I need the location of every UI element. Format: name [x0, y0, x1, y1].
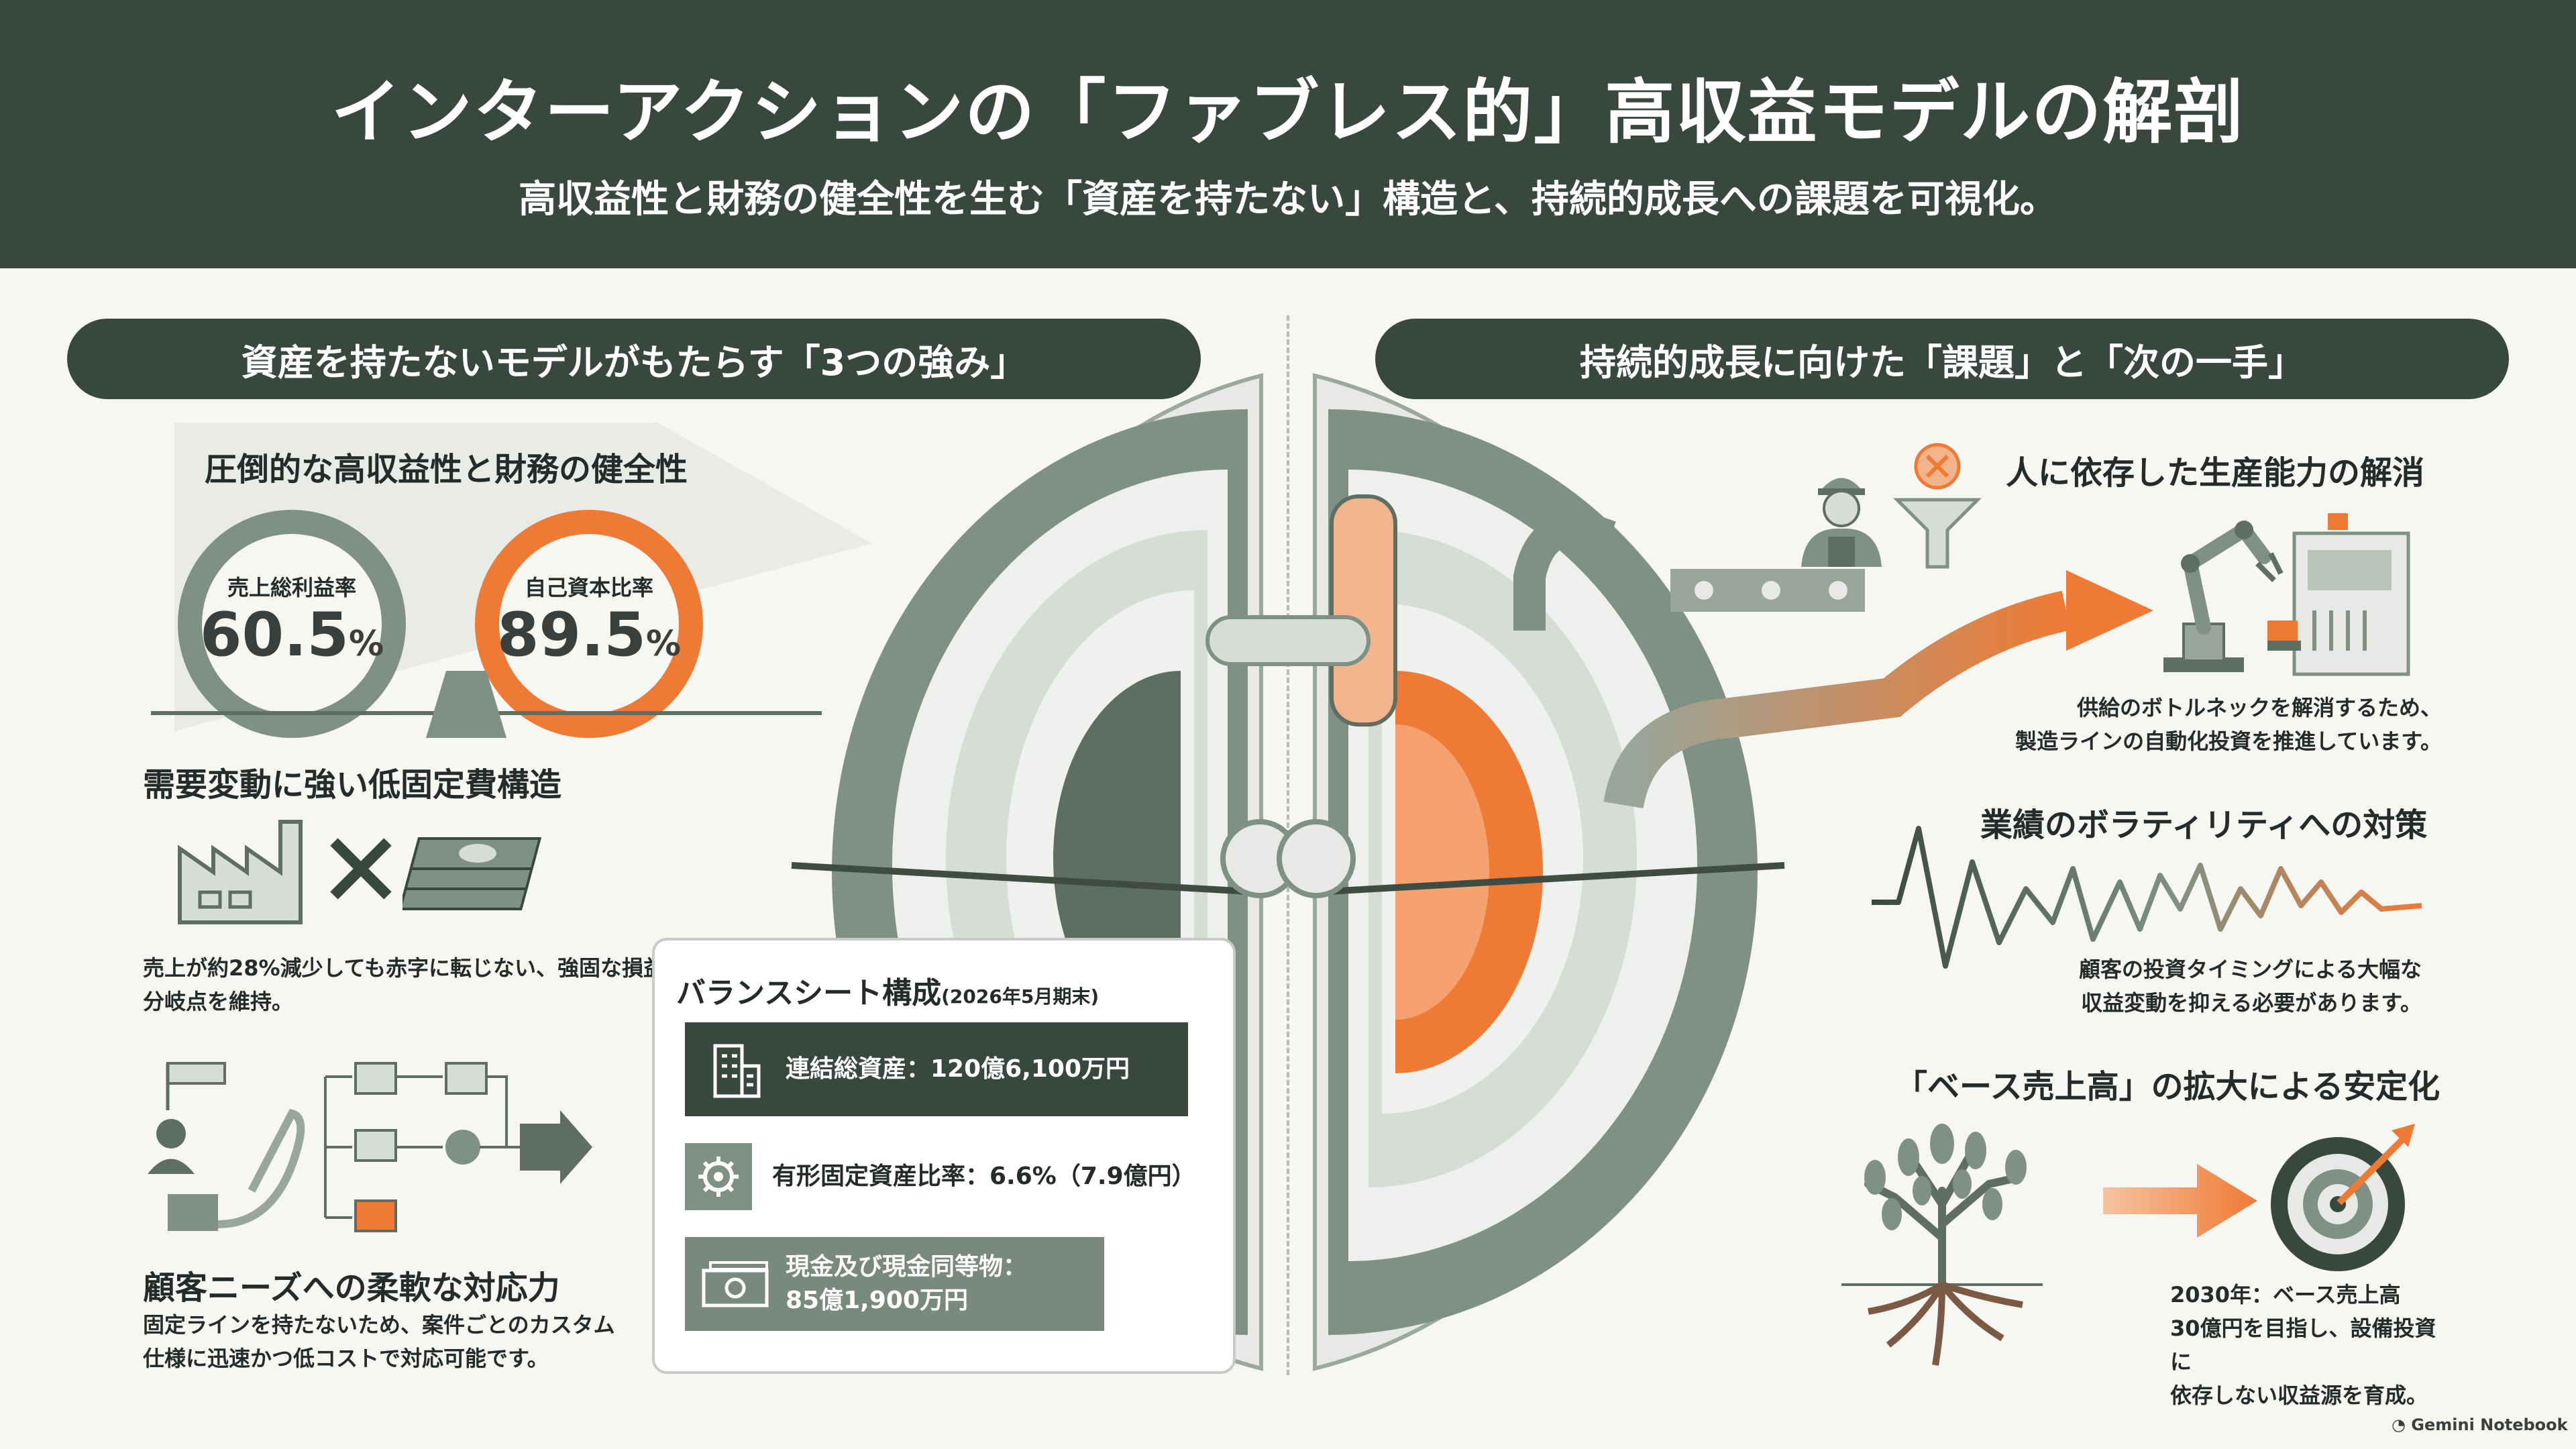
- funnel-icon: [1892, 443, 1982, 569]
- balance-sheet-card: バランスシート構成(2026年5月期末) 連結総資産：120億6,100万円 有…: [652, 938, 1236, 1374]
- issue2-title: 業績のボラティリティへの対策: [1980, 806, 2428, 844]
- footer-logo: ◔ Gemini Notebook: [2392, 1415, 2568, 1434]
- right-section-heading: 持続的成長に向けた「課題」と「次の一手」: [1375, 319, 2509, 399]
- cash-stack-icon: [402, 837, 542, 910]
- growth-arrow: [1603, 570, 2153, 809]
- strength3-text: 固定ラインを持たないため、案件ごとのカスタム仕様に迅速かつ低コストで対応可能です…: [143, 1312, 615, 1371]
- balance-scale-icon: [151, 671, 822, 738]
- page-title: インターアクションの「ファブレス的」高収益モデルの解剖: [331, 71, 2245, 153]
- target-icon: [2271, 1124, 2415, 1271]
- robot-arm-icon: [2163, 520, 2284, 672]
- building-icon: [685, 1022, 786, 1116]
- worker-icon: [1801, 478, 1882, 567]
- gear-icon: [685, 1143, 752, 1210]
- balance-sheet-title: バランスシート構成(2026年5月期末): [676, 976, 1099, 1010]
- cash-row: 現金及び現金同等物：85億1,900万円: [685, 1237, 1104, 1331]
- issue1-title: 人に依存した生産能力の解消: [2006, 454, 2425, 492]
- fixed-asset-ratio-row: 有形固定資産比率：6.6%（7.9億円）: [685, 1130, 1196, 1224]
- strength3-title: 顧客ニーズへの柔軟な対応力: [143, 1269, 560, 1307]
- multiply-icon: [330, 838, 392, 900]
- strength1-title: 圧倒的な高収益性と財務の健全性: [205, 451, 688, 488]
- gauge-label: 自己資本比率: [524, 574, 653, 600]
- gauge-value: 60.5%: [199, 599, 384, 670]
- gauge-value: 89.5%: [496, 599, 682, 670]
- strength2-text: 売上が約28%減少しても赤字に転じない、強固な損益分岐点を維持。: [143, 955, 665, 1014]
- flexible-process-icon: [148, 1062, 592, 1232]
- issue2-text: 顧客の投資タイミングによる大幅な収益変動を抑える必要があります。: [2078, 957, 2422, 1016]
- machine-icon: [2267, 513, 2410, 676]
- arrow-right-icon: [2103, 1164, 2257, 1238]
- page-subtitle: 高収益性と財務の健全性を生む「資産を持たない」構造と、持続的成長への課題を可視化…: [519, 178, 2057, 221]
- volatility-wave: [1872, 826, 2422, 969]
- left-section-heading: 資産を持たないモデルがもたらす「3つの強み」: [67, 319, 1201, 399]
- header-banner: [0, 0, 2576, 268]
- issue3-title: 「ベース売上高」の拡大による安定化: [1895, 1068, 2440, 1106]
- total-assets-row: 連結総資産：120億6,100万円: [685, 1022, 1188, 1116]
- tree-icon: [1841, 1124, 2043, 1366]
- issue1-text: 供給のボトルネックを解消するため、製造ラインの自動化投資を推進しています。: [2015, 695, 2442, 754]
- factory-icon: [178, 820, 303, 924]
- gauge-label: 売上総利益率: [227, 574, 356, 600]
- cash-icon: [685, 1237, 786, 1331]
- strength2-title: 需要変動に強い低固定費構造: [143, 766, 562, 804]
